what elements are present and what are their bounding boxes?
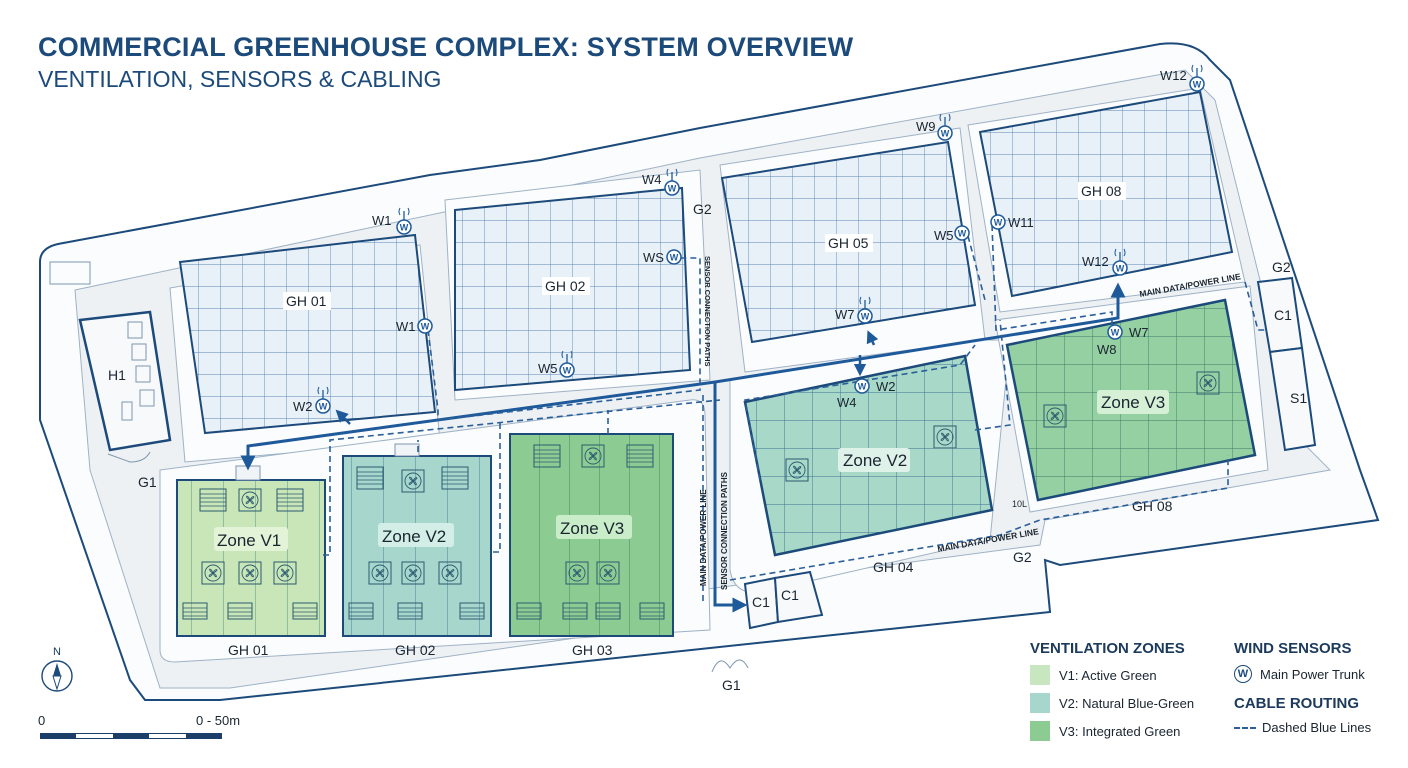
label-gh02-bottom: GH 02 xyxy=(395,642,436,658)
compass-icon xyxy=(41,660,73,692)
gate-g1-west: G1 xyxy=(138,474,157,490)
label-h1: H1 xyxy=(108,367,126,383)
legend-wind-title: WIND SENSORS xyxy=(1234,640,1352,657)
dashed-line-icon xyxy=(1234,726,1256,729)
zone-label-gh01: Zone V1 xyxy=(217,531,281,550)
vertical-main-label: MAIN DATA/POWER LINE xyxy=(699,489,708,586)
wind-sensor-icon xyxy=(396,207,412,235)
wind-sensor-icon xyxy=(315,386,331,414)
wind-sensor-icon xyxy=(937,113,953,141)
greenhouse-gh08-bottom: Zone V3 GH 08 xyxy=(1005,298,1257,514)
wind-sensor-icon xyxy=(666,249,682,265)
sensor-cables xyxy=(323,224,1268,605)
svg-text:W7: W7 xyxy=(835,307,855,322)
wind-sensor-icon xyxy=(1107,324,1123,340)
greenhouse-gh05: GH 05 xyxy=(720,140,977,344)
svg-text:W1: W1 xyxy=(396,319,416,334)
main-power-trunk xyxy=(240,282,1126,613)
swatch-v3 xyxy=(1030,721,1050,741)
legend-cable-item: Dashed Blue Lines xyxy=(1234,720,1371,735)
greenhouse-gh02: GH 02 xyxy=(454,186,692,392)
zone-label-gh08: Zone V3 xyxy=(1101,393,1165,412)
legend-wind-item: W Main Power Trunk xyxy=(1234,665,1371,683)
label-gh02-top: GH 02 xyxy=(545,278,586,294)
page-subtitle: VENTILATION, SENSORS & CABLING xyxy=(38,66,442,92)
legend-item-v1: V1: Active Green xyxy=(1030,665,1194,685)
legend-sensors: WIND SENSORS W Main Power Trunk CABLE RO… xyxy=(1234,640,1371,735)
swatch-v1 xyxy=(1030,665,1050,685)
wind-sensor-icon xyxy=(990,214,1006,230)
zone-label-gh03: Zone V3 xyxy=(560,519,624,538)
svg-text:W12: W12 xyxy=(1082,254,1109,269)
legend-item-v2: V2: Natural Blue-Green xyxy=(1030,693,1194,713)
greenhouse-gh01-zone: Zone V1 GH 01 xyxy=(176,465,326,658)
svg-text:W9: W9 xyxy=(916,119,936,134)
vertical-sensor-label: SENSOR CONNECTION PATHS xyxy=(720,471,729,590)
greenhouse-gh02-zone: Zone V2 GH 02 xyxy=(342,443,492,658)
wind-sensor-icon xyxy=(417,318,433,334)
legend-ventilation: VENTILATION ZONES V1: Active Green V2: N… xyxy=(1030,640,1194,741)
zone-label-gh04: Zone V2 xyxy=(843,451,907,470)
svg-text:C1: C1 xyxy=(781,587,799,603)
svg-text:W4: W4 xyxy=(837,395,857,410)
label-gh03: GH 03 xyxy=(572,642,613,658)
wind-sensor-icon xyxy=(954,225,970,241)
label-gh04: GH 04 xyxy=(873,559,914,575)
svg-text:S1: S1 xyxy=(1290,390,1307,406)
svg-text:WS: WS xyxy=(643,250,664,265)
svg-text:C1: C1 xyxy=(1274,307,1292,323)
gate-g2-north: G2 xyxy=(693,201,712,217)
scale-end: 0 - 50m xyxy=(196,713,241,728)
greenhouse-gh01: GH 01 xyxy=(178,233,437,435)
legend-ventilation-title: VENTILATION ZONES xyxy=(1030,640,1185,657)
wind-sensor-icon xyxy=(1189,64,1205,92)
north-label: N xyxy=(53,646,61,658)
building-c1-south: C1 C1 xyxy=(743,570,824,630)
gate-g2-south: G2 xyxy=(1013,549,1032,565)
svg-text:W5: W5 xyxy=(934,228,954,243)
scale-start: 0 xyxy=(38,713,46,728)
building-h1: H1 xyxy=(49,261,172,463)
svg-text:W7: W7 xyxy=(1129,325,1149,340)
svg-text:W8: W8 xyxy=(1097,342,1117,357)
scale-bar xyxy=(40,733,223,739)
tag-10l: 10L xyxy=(1012,499,1027,509)
label-gh08-top: GH 08 xyxy=(1081,183,1122,199)
label-gh01-top: GH 01 xyxy=(286,293,327,309)
greenhouse-gh04: Zone V2 GH 04 xyxy=(743,354,994,575)
north-compass: N xyxy=(40,646,74,698)
wind-sensor-icon xyxy=(854,378,870,394)
wind-sensor-icon: W xyxy=(1234,665,1252,683)
zone-label-gh02: Zone V2 xyxy=(382,527,446,546)
svg-text:C1: C1 xyxy=(752,594,770,610)
building-s1: S1 xyxy=(1268,346,1317,452)
gh02-sensor-label: SENSOR CONNECTION PATHS xyxy=(703,256,712,367)
legend-cable-title: CABLE ROUTING xyxy=(1234,695,1359,712)
svg-text:W5: W5 xyxy=(538,361,558,376)
svg-text:W12: W12 xyxy=(1160,68,1187,83)
gate-g2-east: G2 xyxy=(1272,259,1291,275)
page-title: COMMERCIAL GREENHOUSE COMPLEX: SYSTEM OV… xyxy=(38,32,854,62)
label-gh01-bottom: GH 01 xyxy=(228,642,269,658)
wind-sensor-icon xyxy=(559,350,575,378)
wind-sensor-icon xyxy=(857,296,873,324)
svg-text:W4: W4 xyxy=(642,172,662,187)
greenhouse-gh08-top: GH 08 xyxy=(978,90,1234,298)
label-gh05: GH 05 xyxy=(828,235,869,251)
svg-text:W11: W11 xyxy=(1008,215,1034,230)
legend-item-v3: V3: Integrated Green xyxy=(1030,721,1194,741)
wind-sensor-icon xyxy=(1112,248,1128,276)
swatch-v2 xyxy=(1030,693,1050,713)
building-c1-east: C1 xyxy=(1256,276,1304,354)
wind-sensors: W1 W1 W2 W4 WS W5 W9 W5 W7 W12 W11 W12 W… xyxy=(293,64,1205,414)
svg-text:W2: W2 xyxy=(293,399,313,414)
greenhouse-gh03-zone: Zone V3 GH 03 xyxy=(509,433,674,658)
wind-sensor-icon xyxy=(664,168,680,196)
gate-g1-south: G1 xyxy=(722,677,741,693)
svg-text:W1: W1 xyxy=(372,213,392,228)
svg-text:W2: W2 xyxy=(876,379,896,394)
